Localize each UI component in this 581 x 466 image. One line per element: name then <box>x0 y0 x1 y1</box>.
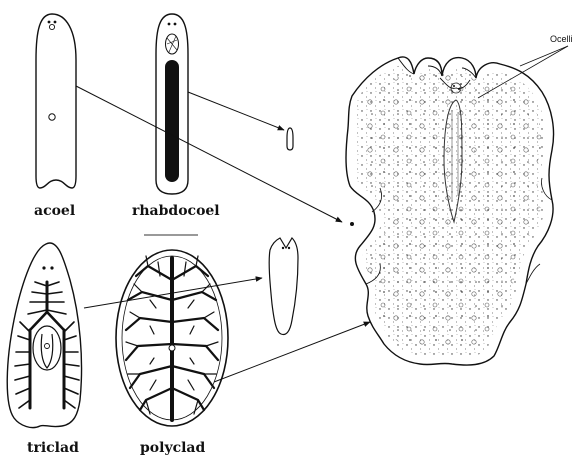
small-rhabdocoel-specimen <box>287 128 293 150</box>
specimen-mark <box>350 222 354 226</box>
ocelli-label: Ocelli <box>550 34 573 44</box>
arrows <box>76 86 370 382</box>
triclad-figure <box>7 243 81 428</box>
rhabdocoel-figure <box>156 14 188 194</box>
polyclad-specimen-large <box>346 57 554 365</box>
acoel-figure <box>36 14 76 188</box>
arrow-polyclad-to-specimen <box>214 322 370 382</box>
label-rhabdocoel: rhabdocoel <box>132 203 220 219</box>
polyclad-figure <box>116 250 228 426</box>
arrow-rhabdocoel-to-specimen <box>188 92 284 130</box>
label-polyclad: polyclad <box>140 440 205 456</box>
arrow-acoel-to-specimen <box>76 86 342 222</box>
label-triclad: triclad <box>27 440 79 456</box>
label-acoel: acoel <box>34 203 75 219</box>
small-triclad-specimen <box>269 238 298 334</box>
